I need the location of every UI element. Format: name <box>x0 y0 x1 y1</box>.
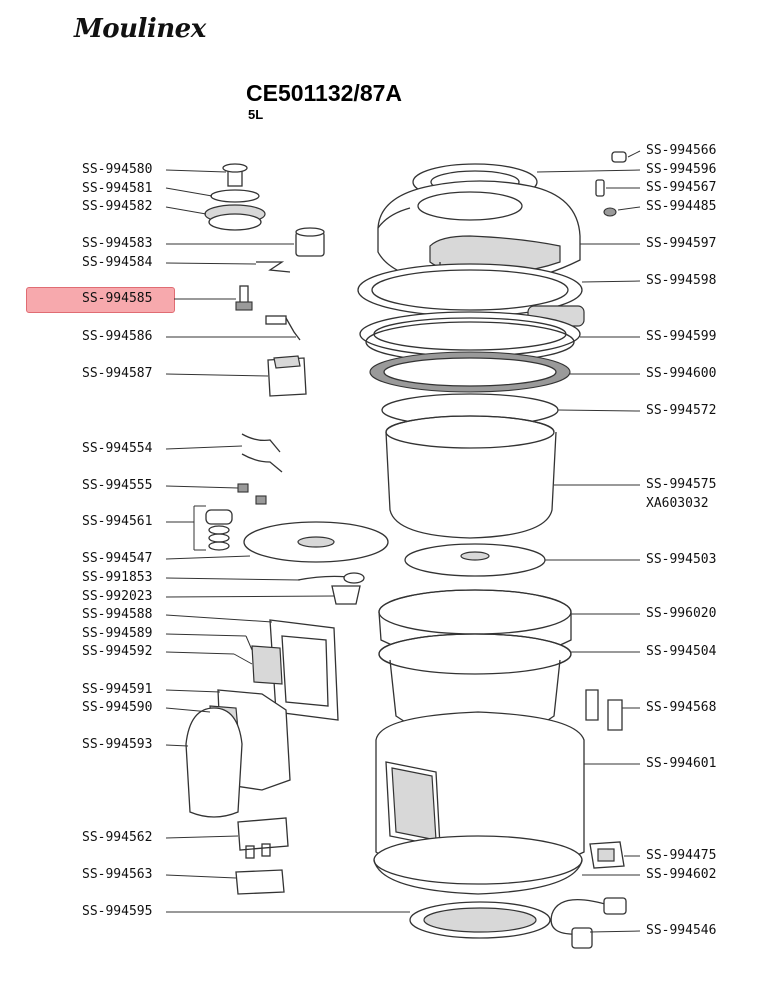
part-label[interactable]: SS-994587 <box>82 366 153 381</box>
part-label[interactable]: SS-994554 <box>82 441 153 456</box>
power-cord <box>550 897 627 949</box>
part-label-highlighted[interactable]: SS-994585 <box>82 291 153 306</box>
part-label[interactable]: SS-994580 <box>82 162 153 177</box>
part-label[interactable]: SS-991853 <box>82 570 153 585</box>
steam-tray <box>243 521 389 563</box>
pcb-bottom <box>235 869 285 895</box>
part-label[interactable]: SS-994546 <box>646 923 717 938</box>
part-label[interactable]: SS-994572 <box>646 403 717 418</box>
part-label[interactable]: SS-994503 <box>646 552 717 567</box>
part-socket <box>589 841 625 869</box>
part-label[interactable]: SS-994475 <box>646 848 717 863</box>
part-label[interactable]: SS-994567 <box>646 180 717 195</box>
part-label[interactable]: SS-994575 <box>646 477 717 492</box>
part-label[interactable]: SS-994582 <box>82 199 153 214</box>
ladle <box>297 572 365 584</box>
part-label[interactable]: SS-994591 <box>82 682 153 697</box>
part-label[interactable]: SS-994547 <box>82 551 153 566</box>
measuring-cup <box>331 585 361 605</box>
spring-pair <box>241 433 283 473</box>
part-label[interactable]: SS-994588 <box>82 607 153 622</box>
control-board <box>251 645 283 685</box>
part-label[interactable]: SS-994593 <box>82 737 153 752</box>
part-label[interactable]: SS-994586 <box>82 329 153 344</box>
handle-cap <box>267 355 307 397</box>
brand-logo: Moulinex <box>74 14 206 44</box>
part-label[interactable]: SS-994600 <box>646 366 717 381</box>
spring-clip <box>256 261 291 273</box>
leader-lines-right <box>536 150 641 933</box>
small-clips <box>237 483 267 505</box>
highlight-marker <box>26 287 175 313</box>
part-label[interactable]: SS-994598 <box>646 273 717 288</box>
part-label[interactable]: SS-994568 <box>646 700 717 715</box>
part-label[interactable]: SS-994595 <box>82 904 153 919</box>
part-small-washer <box>603 207 617 217</box>
part-small-cap <box>611 151 627 163</box>
spring-valve <box>205 509 233 551</box>
base-ring <box>373 835 583 895</box>
heating-disc <box>404 543 546 577</box>
cylinder-part <box>295 227 325 257</box>
part-label[interactable]: SS-994555 <box>82 478 153 493</box>
part-label[interactable]: SS-994599 <box>646 329 717 344</box>
capacity-label: 5L <box>248 107 264 122</box>
part-label[interactable]: SS-994590 <box>82 700 153 715</box>
part-label[interactable]: SS-994602 <box>646 867 717 882</box>
part-bracket <box>585 689 623 731</box>
part-label[interactable]: SS-996020 <box>646 606 717 621</box>
part-label[interactable]: SS-994601 <box>646 756 717 771</box>
part-label[interactable]: SS-994597 <box>646 236 717 251</box>
part-label[interactable]: SS-994561 <box>82 514 153 529</box>
front-cover <box>185 707 243 818</box>
inner-pot <box>385 415 557 539</box>
part-small-pin <box>595 179 605 197</box>
valve-assembly <box>204 163 266 231</box>
gasket <box>369 351 571 393</box>
part-label[interactable]: SS-994589 <box>82 626 153 641</box>
part-label[interactable]: SS-994592 <box>82 644 153 659</box>
base-plate <box>409 901 551 939</box>
part-label[interactable]: XA603032 <box>646 496 709 511</box>
part-label[interactable]: SS-994596 <box>646 162 717 177</box>
lever-part <box>265 315 301 341</box>
part-label[interactable]: SS-994485 <box>646 199 717 214</box>
part-label[interactable]: SS-994562 <box>82 830 153 845</box>
leader-lines-left <box>165 169 410 913</box>
part-label[interactable]: SS-994504 <box>646 644 717 659</box>
model-number: CE501132/87A <box>246 80 403 106</box>
pcb-top <box>237 817 289 859</box>
part-label[interactable]: SS-994563 <box>82 867 153 882</box>
part-label[interactable]: SS-994583 <box>82 236 153 251</box>
part-label[interactable]: SS-994566 <box>646 143 717 158</box>
pin-valve <box>235 285 253 311</box>
part-label[interactable]: SS-994584 <box>82 255 153 270</box>
part-label[interactable]: SS-994581 <box>82 181 153 196</box>
part-label[interactable]: SS-992023 <box>82 589 153 604</box>
